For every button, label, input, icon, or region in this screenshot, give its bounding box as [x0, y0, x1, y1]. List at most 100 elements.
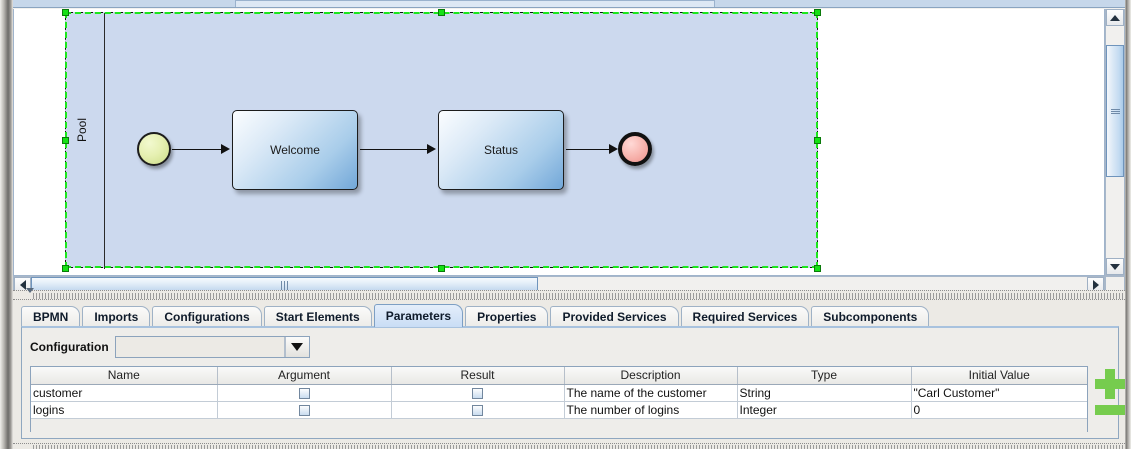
tab-configurations[interactable]: Configurations — [152, 306, 262, 327]
resize-handle-w[interactable] — [62, 137, 69, 144]
tab-imports[interactable]: Imports — [82, 306, 151, 327]
sequence-flow-1-arrowhead — [221, 144, 230, 154]
tab-label: Properties — [477, 310, 537, 324]
cell-initial-value[interactable]: 0 — [911, 401, 1087, 419]
cell-name[interactable]: logins — [31, 401, 218, 419]
add-parameter-button[interactable] — [1095, 369, 1125, 399]
cell-argument[interactable] — [217, 384, 392, 402]
tab-start-elements[interactable]: Start Elements — [263, 306, 372, 327]
column-header-name[interactable]: Name — [31, 367, 218, 385]
table-header-row: Name Argument Result Description Type In… — [31, 367, 1087, 385]
window-bottom-divider — [13, 443, 1125, 449]
bpmn-task-status[interactable]: Status — [438, 110, 564, 190]
bpmn-task-status-label: Status — [483, 143, 519, 157]
grip-icon — [280, 280, 289, 290]
bpmn-task-welcome[interactable]: Welcome — [232, 110, 358, 190]
minus-icon — [1095, 405, 1125, 415]
resize-handle-sw[interactable] — [62, 265, 69, 272]
parameters-table-container[interactable]: Name Argument Result Description Type In… — [30, 366, 1088, 432]
divider-texture — [33, 445, 1125, 449]
checkbox-argument[interactable] — [298, 404, 310, 416]
tab-provided-services[interactable]: Provided Services — [550, 306, 679, 327]
table-row[interactable]: customer The name of the customer String… — [31, 384, 1087, 402]
tab-parameters[interactable]: Parameters — [373, 304, 464, 327]
divider-texture — [33, 293, 1125, 299]
configuration-combobox-arrow[interactable] — [284, 337, 309, 357]
pool-lane-divider — [104, 13, 105, 269]
sequence-flow-2-arrowhead — [427, 144, 436, 154]
resize-handle-ne[interactable] — [814, 9, 821, 16]
resize-handle-nw[interactable] — [62, 9, 69, 16]
column-header-initial-value[interactable]: Initial Value — [911, 367, 1087, 385]
window-frame-left — [0, 0, 13, 449]
table-row[interactable]: logins The number of logins Integer 0 — [31, 401, 1087, 419]
sequence-flow-2[interactable] — [360, 149, 430, 150]
cell-name[interactable]: customer — [31, 384, 218, 402]
cell-description[interactable]: The name of the customer — [564, 384, 738, 402]
sequence-flow-3-arrowhead — [609, 144, 618, 154]
parameters-table: Name Argument Result Description Type In… — [31, 367, 1087, 419]
cell-argument[interactable] — [217, 401, 392, 419]
cell-type[interactable]: Integer — [737, 401, 912, 419]
column-header-type[interactable]: Type — [737, 367, 912, 385]
configuration-label: Configuration — [30, 340, 109, 354]
remove-parameter-button[interactable] — [1095, 405, 1125, 415]
triangle-right-icon — [1092, 280, 1099, 290]
triangle-down-icon — [1110, 263, 1120, 270]
bpmn-canvas[interactable]: Pool Welcome Status — [13, 9, 1105, 276]
grip-icon — [1110, 108, 1120, 115]
resize-handle-e[interactable] — [814, 137, 821, 144]
configuration-combobox-value[interactable] — [115, 337, 285, 357]
vertical-scroll-track[interactable] — [1106, 27, 1124, 258]
bpmn-start-event[interactable] — [137, 132, 171, 166]
tab-label: Imports — [94, 310, 139, 324]
scroll-down-button[interactable] — [1106, 258, 1124, 275]
tab-label: Required Services — [692, 310, 798, 324]
vertical-scroll-thumb[interactable] — [1106, 45, 1124, 177]
tab-label: Subcomponents — [823, 310, 918, 324]
tab-label: BPMN — [33, 310, 69, 324]
resize-handle-n[interactable] — [438, 9, 445, 16]
parameters-tab-content: Configuration Name — [21, 326, 1125, 439]
tab-label: Configurations — [164, 310, 250, 324]
cell-initial-value[interactable]: "Carl Customer" — [911, 384, 1087, 402]
triangle-left-icon — [19, 280, 26, 290]
column-header-description[interactable]: Description — [564, 367, 738, 385]
tab-required-services[interactable]: Required Services — [680, 306, 810, 327]
tab-label: Parameters — [385, 309, 452, 323]
properties-panel: BPMN Imports Configurations Start Elemen… — [13, 301, 1125, 443]
resize-handle-se[interactable] — [814, 265, 821, 272]
scroll-up-button[interactable] — [1106, 9, 1124, 26]
tab-subcomponents[interactable]: Subcomponents — [811, 306, 930, 327]
tab-properties[interactable]: Properties — [465, 306, 549, 327]
configuration-row: Configuration — [30, 335, 310, 359]
bpmn-task-welcome-label: Welcome — [270, 143, 320, 157]
column-header-result[interactable]: Result — [391, 367, 565, 385]
pool-label: Pool — [75, 117, 89, 143]
cell-description[interactable]: The number of logins — [564, 401, 738, 419]
properties-tabstrip[interactable]: BPMN Imports Configurations Start Elemen… — [21, 304, 1121, 327]
cell-type[interactable]: String — [737, 384, 912, 402]
cell-result[interactable] — [391, 401, 565, 419]
configuration-combobox[interactable] — [114, 336, 310, 358]
checkbox-result[interactable] — [472, 404, 483, 416]
toolbar-bottom-edge — [13, 0, 1125, 8]
tab-bpmn[interactable]: BPMN — [21, 306, 81, 327]
cell-result[interactable] — [391, 384, 565, 402]
sequence-flow-1[interactable] — [172, 149, 224, 150]
checkbox-argument[interactable] — [298, 387, 310, 399]
sequence-flow-3[interactable] — [566, 149, 612, 150]
bpmn-end-event[interactable] — [618, 132, 652, 166]
chevron-down-icon — [291, 343, 304, 351]
column-header-argument[interactable]: Argument — [217, 367, 392, 385]
tab-label: Start Elements — [275, 310, 360, 324]
canvas-vertical-scrollbar[interactable] — [1105, 9, 1125, 276]
bpmn-editor-pane: Pool Welcome Status — [13, 0, 1125, 294]
tab-label: Provided Services — [562, 310, 667, 324]
window-frame-right — [1125, 0, 1131, 449]
table-empty-area — [31, 419, 1087, 432]
resize-handle-s[interactable] — [438, 265, 445, 272]
split-pane-divider[interactable] — [13, 288, 1125, 315]
checkbox-result[interactable] — [472, 387, 483, 399]
